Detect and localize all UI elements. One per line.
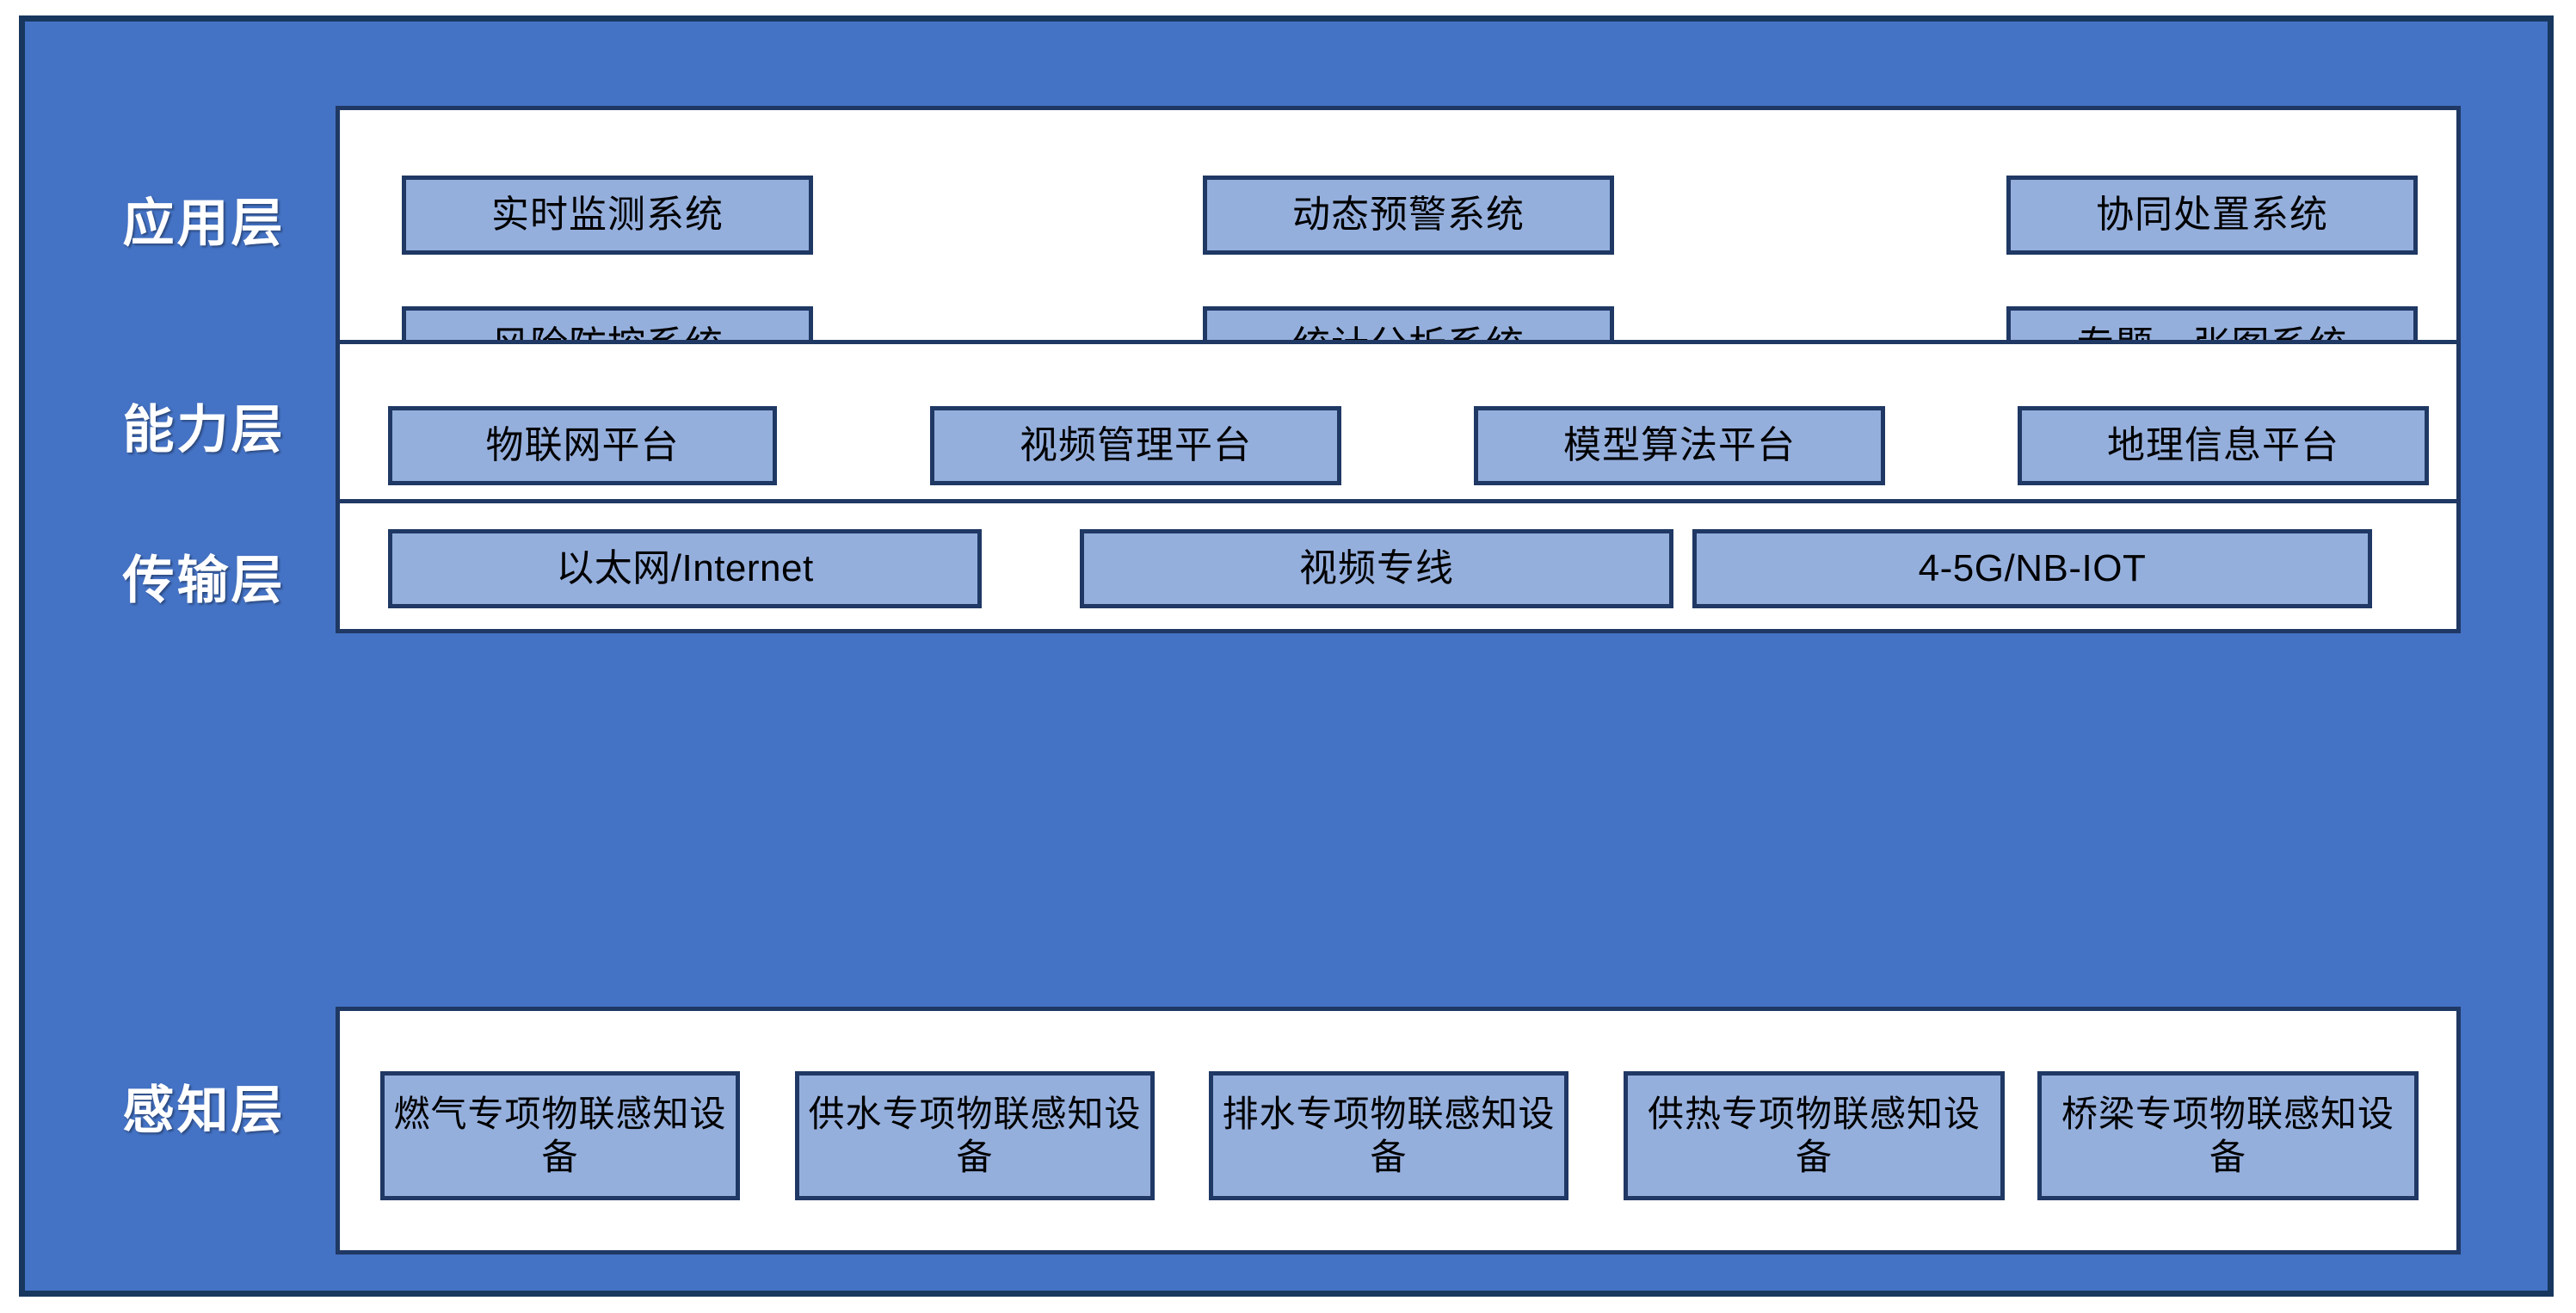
box-geographic-information-platform[interactable]: 地理信息平台	[2018, 406, 2429, 485]
box-heating-iot-sensing-devices[interactable]: 供热专项物联感知设备	[1624, 1071, 2005, 1200]
panel-perception: 燃气专项物联感知设备 供水专项物联感知设备 排水专项物联感知设备 供热专项物联感…	[336, 1007, 2461, 1254]
box-ethernet-internet[interactable]: 以太网/Internet	[388, 529, 982, 608]
layer-label-perception: 感知层	[122, 1082, 286, 1139]
layer-label-capability: 能力层	[122, 401, 286, 459]
panel-transport: 以太网/Internet 视频专线 4-5G/NB-IOT	[336, 499, 2461, 633]
layer-label-application: 应用层	[122, 194, 286, 252]
layer-label-transport: 传输层	[122, 552, 286, 609]
box-collaborative-disposal-system[interactable]: 协同处置系统	[2006, 176, 2418, 255]
box-dynamic-warning-system[interactable]: 动态预警系统	[1203, 176, 1614, 255]
box-realtime-monitoring-system[interactable]: 实时监测系统	[402, 176, 813, 255]
box-mobile-nbiot[interactable]: 4-5G/NB-IOT	[1692, 529, 2372, 608]
box-iot-platform[interactable]: 物联网平台	[388, 406, 777, 485]
panel-application: 实时监测系统 动态预警系统 协同处置系统 风险防控系统 统计分析系统 专题一张图…	[336, 106, 2461, 440]
box-bridge-iot-sensing-devices[interactable]: 桥梁专项物联感知设备	[2037, 1071, 2419, 1200]
box-model-algorithm-platform[interactable]: 模型算法平台	[1474, 406, 1885, 485]
architecture-outer-frame: 应用层 实时监测系统 动态预警系统 协同处置系统 风险防控系统 统计分析系统 专…	[19, 15, 2554, 1297]
box-video-dedicated-line[interactable]: 视频专线	[1080, 529, 1673, 608]
box-drainage-iot-sensing-devices[interactable]: 排水专项物联感知设备	[1209, 1071, 1568, 1200]
box-water-supply-iot-sensing-devices[interactable]: 供水专项物联感知设备	[795, 1071, 1155, 1200]
box-gas-iot-sensing-devices[interactable]: 燃气专项物联感知设备	[380, 1071, 740, 1200]
box-video-management-platform[interactable]: 视频管理平台	[930, 406, 1341, 485]
